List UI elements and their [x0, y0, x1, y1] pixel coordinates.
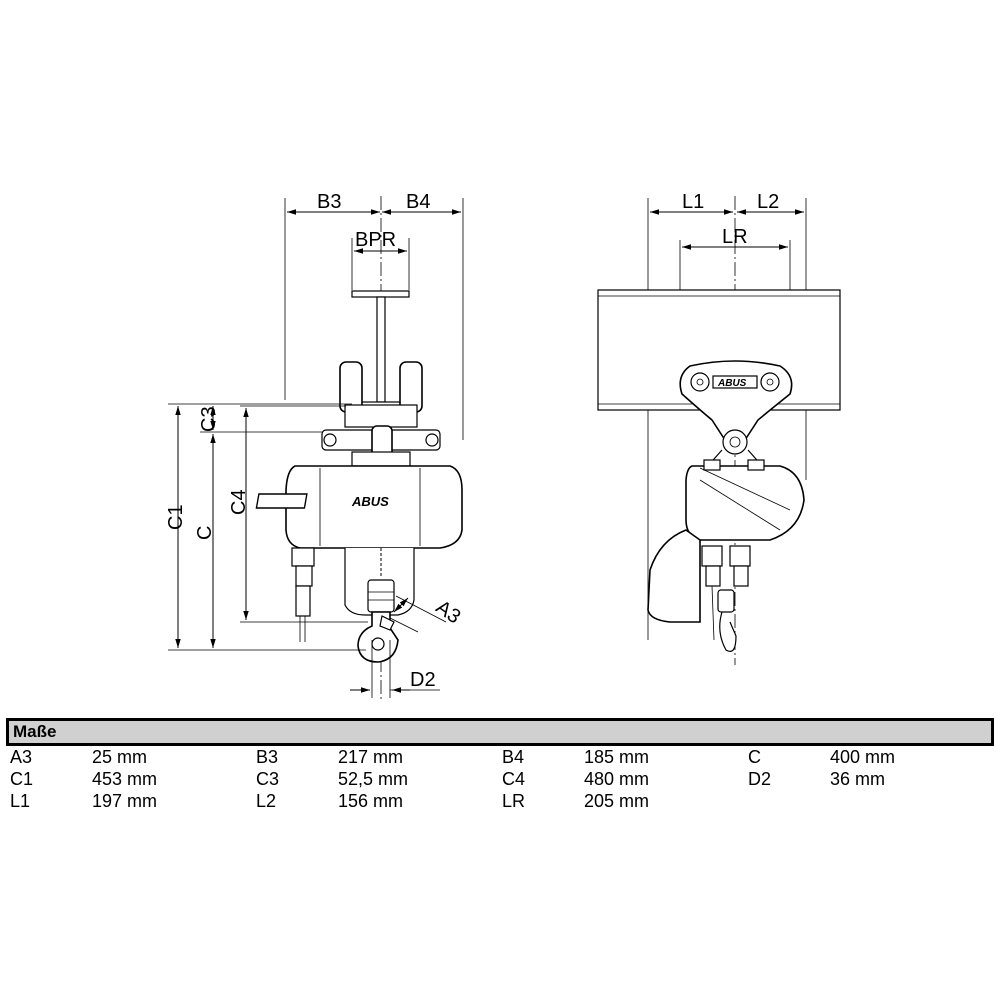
label-b3: B3 — [317, 191, 341, 213]
brand-logo-side: ABUS — [717, 378, 747, 389]
label-l2: L2 — [757, 191, 779, 213]
table-value: 185 mm — [584, 747, 650, 767]
dimension-c-series: C1 C C3 C4 — [165, 403, 368, 651]
dimension-d2: D2 — [350, 640, 440, 698]
table-key: C3 — [256, 769, 280, 789]
table-key: LR — [502, 791, 526, 811]
dimension-bpr: BPR — [351, 229, 410, 290]
table-key: C4 — [502, 769, 526, 789]
hoist-body-side — [647, 459, 805, 652]
table-key: C — [748, 747, 761, 767]
table-title: Maße — [6, 718, 994, 746]
dimension-l1-l2: L1 L2 — [647, 191, 807, 640]
front-view: B3 B4 BPR — [165, 191, 464, 700]
label-a3: A3 — [432, 596, 465, 628]
table-value: 205 mm — [584, 791, 650, 811]
table-key: B4 — [502, 747, 525, 767]
label-c1: C1 — [165, 504, 187, 530]
technical-drawing: B3 B4 BPR — [165, 191, 841, 700]
table-body: A3 25 mm B3 217 mm B4 185 mm C 400 mm C1… — [6, 746, 994, 812]
table-key: C1 — [10, 769, 34, 789]
table-value: 480 mm — [584, 769, 650, 789]
trolley-side: ABUS — [679, 360, 793, 469]
table-key: L1 — [10, 791, 31, 811]
label-d2: D2 — [410, 669, 436, 691]
chain-hook — [357, 548, 399, 663]
table-key: D2 — [748, 769, 772, 789]
table-value: 453 mm — [92, 769, 158, 789]
trolley — [321, 361, 441, 467]
brand-logo-front: ABUS — [351, 494, 389, 509]
label-c: C — [194, 526, 216, 540]
side-view: L1 L2 LR ABUS — [597, 191, 841, 665]
table-key: L2 — [256, 791, 277, 811]
table-value: 400 mm — [830, 747, 896, 767]
label-l1: L1 — [682, 191, 704, 213]
table-value: 52,5 mm — [338, 769, 409, 789]
label-bpr: BPR — [355, 229, 396, 251]
label-b4: B4 — [406, 191, 430, 213]
table-value: 36 mm — [830, 769, 886, 789]
dimension-b3-b4: B3 B4 — [284, 191, 464, 440]
table-value: 156 mm — [338, 791, 404, 811]
table-value: 197 mm — [92, 791, 158, 811]
label-c4: C4 — [228, 489, 250, 515]
hoist-body: ABUS — [255, 465, 463, 642]
table-key: B3 — [256, 747, 279, 767]
dimensions-table: Maße A3 25 mm B3 217 mm B4 185 mm C 400 … — [6, 718, 994, 812]
table-key: A3 — [10, 747, 33, 767]
table-value: 25 mm — [92, 747, 148, 767]
label-c3: C3 — [198, 406, 220, 432]
table-value: 217 mm — [338, 747, 404, 767]
